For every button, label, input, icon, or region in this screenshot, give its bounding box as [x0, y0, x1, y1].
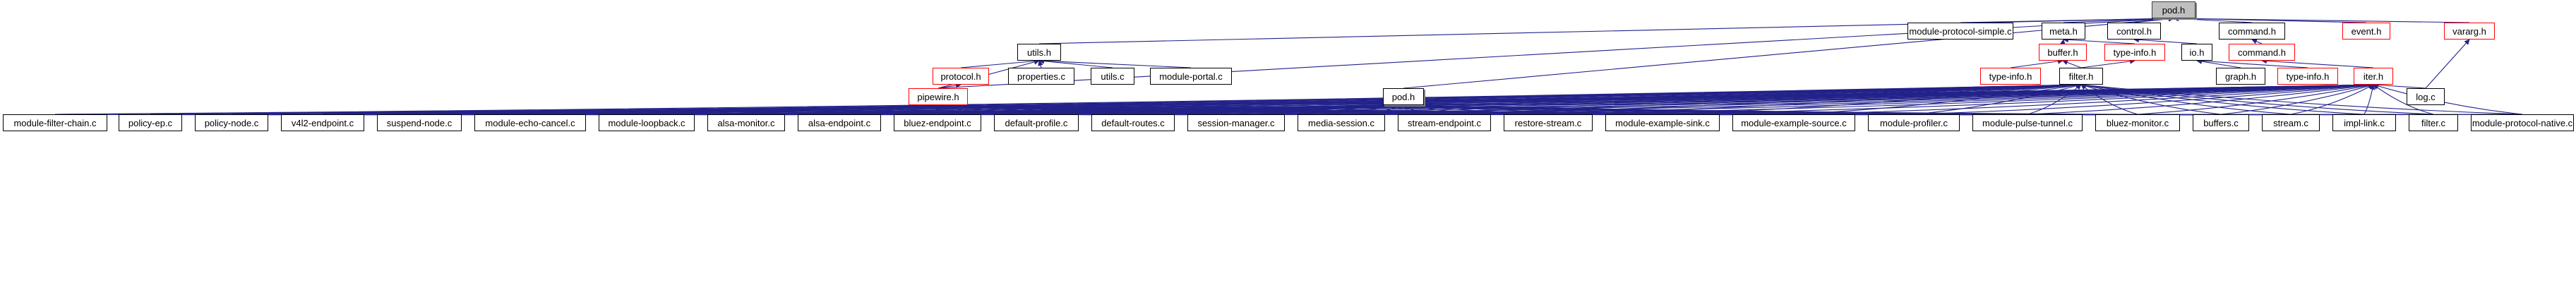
graph-node-module-portal-c[interactable]: module-portal.c — [1150, 68, 1232, 85]
graph-node-buffers-c[interactable]: buffers.c — [2193, 114, 2249, 131]
graph-edge — [2027, 84, 2082, 115]
graph-node-pod-h-mid[interactable]: pod.h — [1383, 88, 1424, 105]
graph-edge — [1038, 60, 1043, 68]
graph-node-utils-c[interactable]: utils.c — [1091, 68, 1134, 85]
graph-node-suspend-node-c[interactable]: suspend-node.c — [377, 114, 462, 131]
graph-edge — [839, 82, 2374, 115]
graph-node-v4l2-endpoint-c[interactable]: v4l2-endpoint.c — [281, 114, 364, 131]
graph-edge — [1341, 82, 2374, 115]
graph-node-iter-h[interactable]: iter.h — [2354, 68, 2393, 85]
graph-node-utils-h[interactable]: utils.h — [1017, 44, 1061, 61]
graph-node-graph-h[interactable]: graph.h — [2216, 68, 2265, 85]
graph-edge — [2196, 58, 2308, 68]
graph-node-default-profile-c[interactable]: default-profile.c — [994, 114, 1079, 131]
graph-edge — [2373, 83, 2523, 115]
graph-node-event-h[interactable]: event.h — [2342, 23, 2390, 40]
graph-edge — [2261, 58, 2374, 68]
graph-node-pipewire-h[interactable]: pipewire.h — [909, 88, 968, 105]
graph-node-command-h-top[interactable]: command.h — [2219, 23, 2285, 40]
graph-edge — [2010, 59, 2063, 68]
graph-edge — [1547, 82, 2374, 115]
graph-edge — [2173, 16, 2470, 23]
graph-node-io-h[interactable]: io.h — [2181, 44, 2212, 61]
graph-edge — [1235, 82, 2374, 115]
graph-node-vararg-h[interactable]: vararg.h — [2444, 23, 2495, 40]
graph-node-type-info-h-a[interactable]: type-info.h — [2104, 44, 2165, 61]
graph-node-protocol-h[interactable]: protocol.h — [933, 68, 989, 85]
graph-edge — [937, 82, 2374, 115]
graph-node-alsa-endpoint-c[interactable]: alsa-endpoint.c — [798, 114, 881, 131]
graph-edge — [2290, 84, 2374, 115]
graph-edge — [2133, 37, 2198, 44]
graph-node-properties-c[interactable]: properties.c — [1008, 68, 1074, 85]
graph-node-log-c[interactable]: log.c — [2407, 88, 2445, 105]
graph-node-default-routes-c[interactable]: default-routes.c — [1091, 114, 1175, 131]
graph-node-bluez-monitor-c[interactable]: bluez-monitor.c — [2095, 114, 2180, 131]
graph-edge — [2062, 59, 2082, 68]
graph-node-policy-node-c[interactable]: policy-node.c — [195, 114, 268, 131]
graph-edge — [1662, 82, 2374, 115]
graph-edge — [2373, 84, 2434, 115]
graph-node-module-filter-chain-c[interactable]: module-filter-chain.c — [3, 114, 107, 131]
graph-node-type-info-h-b[interactable]: type-info.h — [1980, 68, 2041, 85]
graph-node-module-example-source-c[interactable]: module-example-source.c — [1732, 114, 1855, 131]
graph-edge — [1132, 82, 2374, 115]
graph-edge — [2425, 39, 2470, 89]
graph-node-meta-h[interactable]: meta.h — [2042, 23, 2085, 40]
graph-node-buffer-h[interactable]: buffer.h — [2039, 44, 2087, 61]
graph-node-filter-h[interactable]: filter.h — [2059, 68, 2103, 85]
graph-node-stream-endpoint-c[interactable]: stream-endpoint.c — [1398, 114, 1491, 131]
graph-edge — [1444, 82, 2374, 115]
graph-node-filter-c[interactable]: filter.c — [2409, 114, 2458, 131]
graph-edge — [529, 82, 2374, 115]
graph-edge — [2364, 84, 2376, 115]
graph-edge — [1913, 83, 2082, 115]
graph-edge — [2080, 59, 2135, 68]
graph-node-module-profiler-c[interactable]: module-profiler.c — [1868, 114, 1960, 131]
graph-node-control-h[interactable]: control.h — [2107, 23, 2161, 40]
graph-node-module-pulse-tunnel-c[interactable]: module-pulse-tunnel.c — [1972, 114, 2083, 131]
graph-node-module-echo-cancel-c[interactable]: module-echo-cancel.c — [474, 114, 586, 131]
graph-node-module-protocol-simple-c[interactable]: module-protocol-simple.c — [1907, 23, 2013, 40]
graph-node-module-loopback-c[interactable]: module-loopback.c — [599, 114, 695, 131]
graph-node-pod-h-root[interactable]: pod.h — [2152, 1, 2195, 18]
graph-node-command-h-mid[interactable]: command.h — [2229, 44, 2295, 61]
graph-edge — [2137, 83, 2374, 115]
graph-edge — [1036, 82, 2374, 115]
graph-edge — [2080, 84, 2138, 115]
graph-node-type-info-h-c[interactable]: type-info.h — [2277, 68, 2338, 85]
graph-node-impl-link-c[interactable]: impl-link.c — [2332, 114, 2396, 131]
graph-edge — [2027, 83, 2374, 115]
graph-node-module-example-sink-c[interactable]: module-example-sink.c — [1605, 114, 1720, 131]
graph-node-alsa-monitor-c[interactable]: alsa-monitor.c — [707, 114, 785, 131]
graph-edge — [1793, 82, 2374, 115]
graph-node-media-session-c[interactable]: media-session.c — [1298, 114, 1385, 131]
graph-edge — [960, 58, 1040, 68]
graph-node-bluez-endpoint-c[interactable]: bluez-endpoint.c — [894, 114, 981, 131]
graph-edge — [2220, 83, 2374, 115]
graph-node-module-protocol-native-c[interactable]: module-protocol-native.c — [2471, 114, 2574, 131]
graph-edge — [1038, 58, 1192, 68]
graph-edge — [2251, 39, 2263, 44]
graph-edge — [1662, 82, 2082, 115]
graph-edge — [1038, 58, 1113, 68]
graph-node-session-manager-c[interactable]: session-manager.c — [1187, 114, 1285, 131]
graph-node-stream-c[interactable]: stream.c — [2262, 114, 2320, 131]
graph-node-policy-ep-c[interactable]: policy-ep.c — [119, 114, 182, 131]
graph-edge — [2063, 37, 2135, 44]
graph-edge — [1038, 16, 2174, 44]
graph-node-restore-stream-c[interactable]: restore-stream.c — [1504, 114, 1593, 131]
graph-edge — [1913, 82, 2374, 115]
